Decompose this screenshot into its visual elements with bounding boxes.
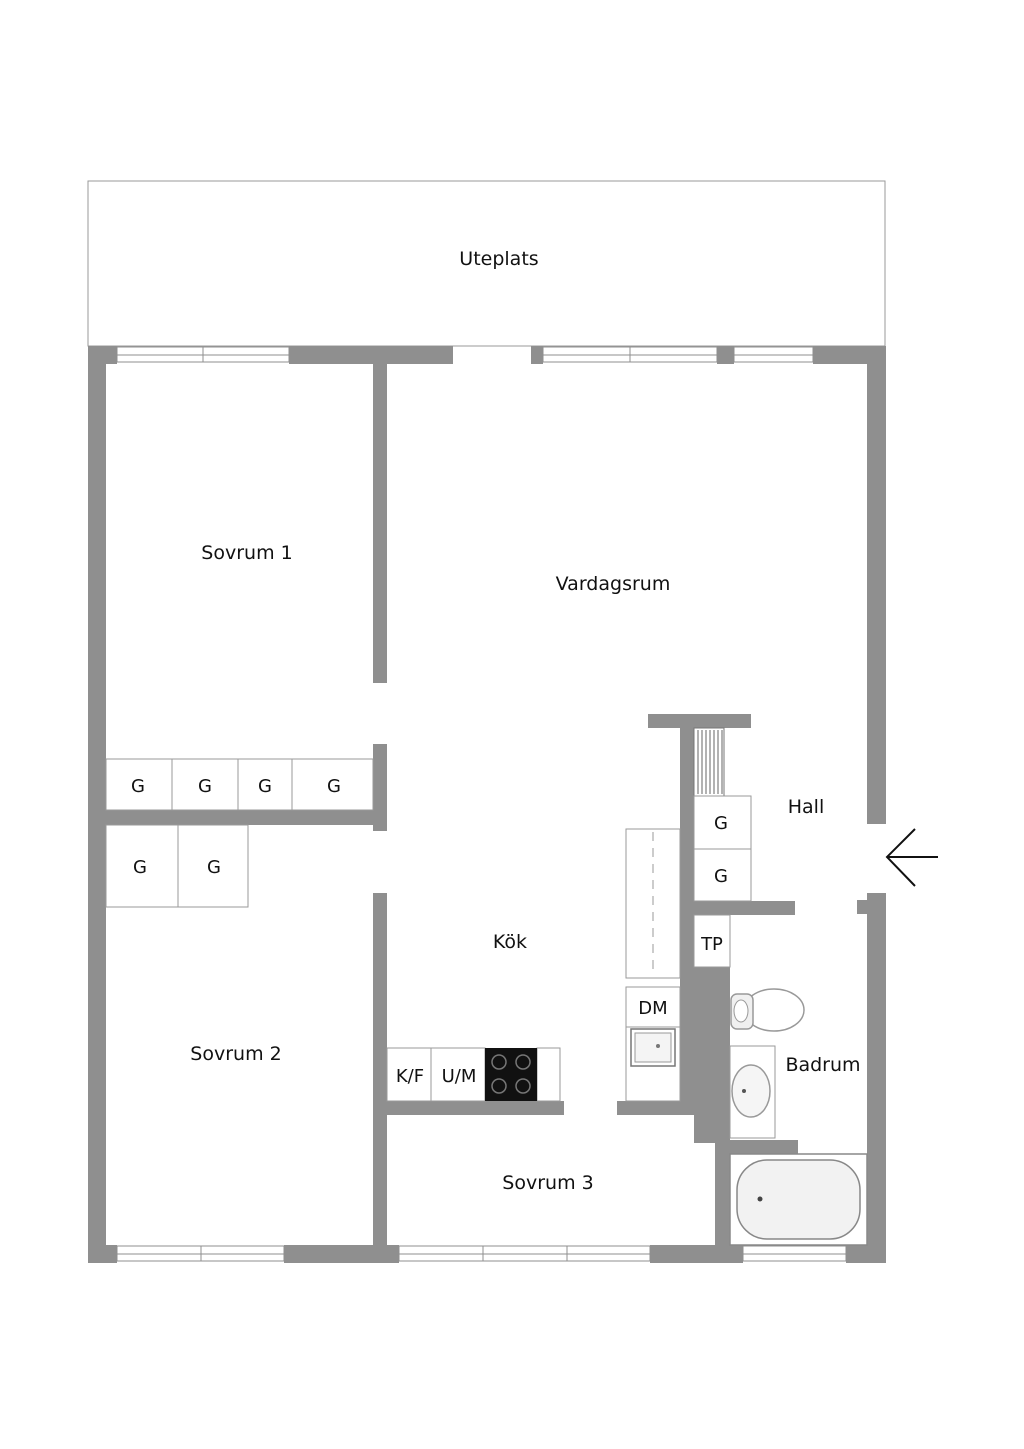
uteplats-area [87,180,886,347]
closet-label: G [714,866,728,887]
room-label-uteplats: Uteplats [459,248,538,270]
room-label-hall: Hall [788,796,825,818]
tp-label: TP [700,934,723,955]
room-label-badrum: Badrum [785,1054,860,1076]
room-label-sovrum2: Sovrum 2 [190,1043,281,1065]
washbasin-icon [729,1045,776,1139]
room-label-vardagsrum: Vardagsrum [556,573,671,595]
dm-label: DM [638,998,667,1019]
outer-walls [88,346,886,1263]
kf-label: K/F [396,1066,424,1087]
entrance-arrow-icon [885,828,938,887]
closets-sovrum2 [105,824,249,908]
closets-hall [693,795,752,968]
closet-label: G [207,857,221,878]
kitchen-lower-counter [386,1047,561,1102]
closet-label: G [327,776,341,797]
toilet-icon [730,988,805,1032]
closet-label: G [131,776,145,797]
closet-label: G [198,776,212,797]
closets-sovrum1 [105,758,374,811]
room-label-kok: Kök [493,931,527,953]
stove-icon [485,1048,537,1101]
room-label-sovrum1: Sovrum 1 [201,542,292,564]
bathtub-icon [729,1153,868,1246]
interior-walls [106,364,798,1245]
um-label: U/M [442,1066,477,1087]
closet-label: G [258,776,272,797]
closet-label: G [133,857,147,878]
closet-label: G [714,813,728,834]
kitchen-sink-icon [630,1028,676,1067]
radiator-icon [693,727,725,797]
room-label-sovrum3: Sovrum 3 [502,1172,593,1194]
windows [116,346,847,1262]
